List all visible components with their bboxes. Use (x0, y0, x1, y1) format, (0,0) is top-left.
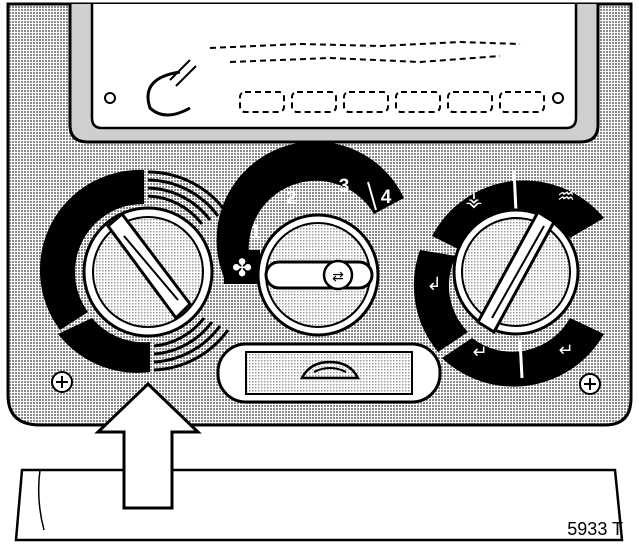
air-scale-divider-1 (512, 169, 518, 213)
fan-speed-4: 4 (381, 187, 392, 208)
temp-scale-cold-lower (58, 318, 150, 373)
fan-speed-control[interactable]: ✤ 1 2 3 4 ⇄ (216, 141, 404, 337)
temp-scale-cold (39, 169, 144, 330)
panel-screw-left (51, 371, 73, 393)
air-distribution-control[interactable]: ⚶ ♒ ↲ ↵ ↵ (413, 169, 604, 387)
recirculation-panel-button[interactable] (216, 342, 442, 404)
dashboard-lower-panel (14, 468, 624, 542)
panel-screw-right (579, 373, 601, 395)
fan-off-tab (224, 250, 260, 284)
fan-knob-grip (264, 260, 374, 290)
fan-speed-divider (367, 181, 377, 211)
face-vent-icon: ↲ (426, 274, 441, 295)
fan-speed-3: 3 (339, 176, 350, 197)
arrow-up-icon (94, 381, 202, 510)
temp-scale-hot-lower (153, 317, 230, 372)
air-scale-top (432, 180, 604, 250)
figure-number: 5933 T (567, 519, 623, 539)
recirculation-icon: ⇄ (332, 269, 344, 285)
recirculation-arrows (313, 367, 347, 373)
temperature-knob-pointer (123, 235, 179, 301)
recirculation-car-icon (299, 360, 361, 380)
display-bezel (90, 4, 578, 130)
fan-icon: ✤ (232, 254, 252, 282)
radio-display-segments (209, 40, 545, 113)
temp-scale-hot-upper (147, 170, 228, 225)
rear-defrost-icon: ♒ (557, 184, 575, 208)
face-feet-icon: ↵ (472, 342, 487, 363)
fan-speed-2: 2 (286, 188, 297, 209)
air-scale-left (413, 250, 468, 352)
display-screw-left (104, 92, 116, 104)
defrost-feet-icon: ⚶ (466, 187, 483, 211)
temperature-control[interactable] (39, 169, 230, 373)
fan-speed-1: 1 (251, 222, 262, 243)
dashboard-lower-edge (37, 469, 45, 531)
display-screw-right (552, 92, 564, 104)
air-knob-pointer (491, 225, 545, 319)
radio-volume-knob (146, 70, 191, 117)
fan-scale-band (216, 141, 404, 282)
air-scale-divider-2 (518, 339, 524, 379)
radio-volume-knob-detail (169, 59, 197, 87)
feet-icon: ↵ (558, 340, 573, 361)
recirculation-button[interactable] (322, 259, 354, 291)
air-scale-bottom (442, 318, 604, 387)
